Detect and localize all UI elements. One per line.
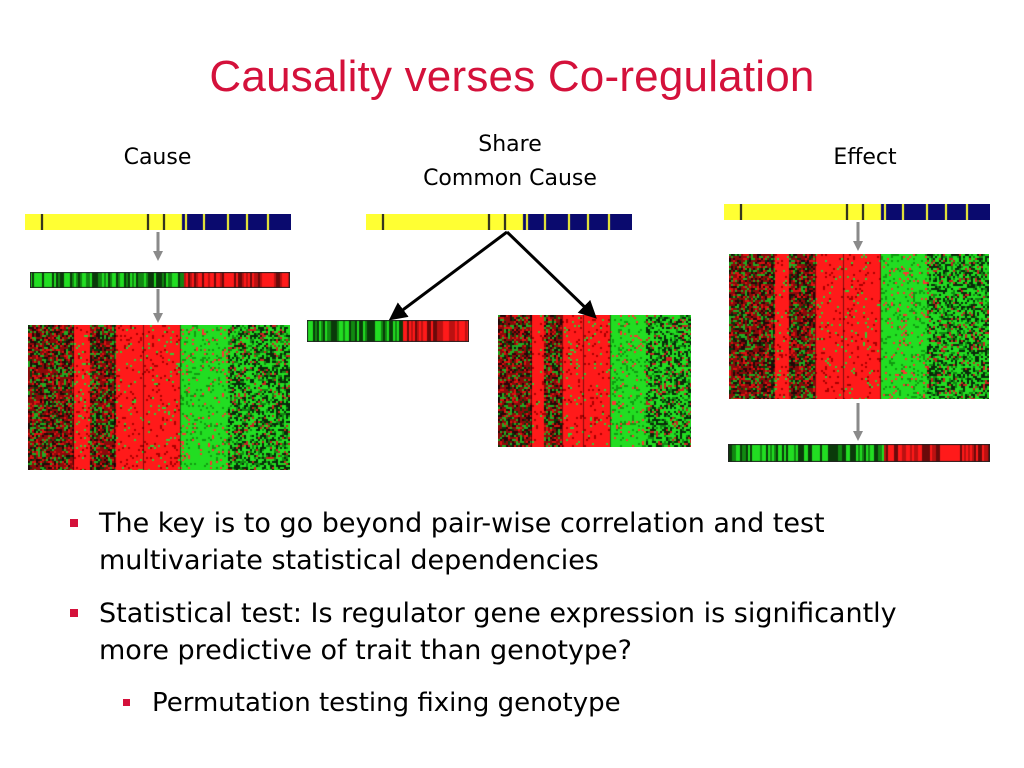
cause-genotype-bar — [25, 214, 291, 230]
cause-heatmap — [28, 325, 290, 470]
common-arrow-to-heatmap — [505, 230, 597, 319]
cause-label: Cause — [123, 145, 192, 170]
effect-heatmap — [729, 254, 989, 399]
cause-expression-strip — [30, 272, 290, 288]
common-expression-strip — [307, 320, 469, 342]
common-arrow-to-expression — [388, 230, 508, 321]
effect-label: Effect — [833, 145, 897, 170]
common-genotype-bar — [366, 214, 632, 230]
effect-genotype-bar — [724, 204, 990, 220]
effect-expression-strip — [728, 444, 990, 462]
common-heatmap — [498, 315, 691, 447]
common-cause-label: Share Common Cause — [390, 128, 630, 196]
common-cause-label-line1: Share — [478, 132, 542, 157]
slide-title: Causality verses Co-regulation — [209, 52, 815, 101]
common-cause-label-line2: Common Cause — [423, 166, 597, 191]
